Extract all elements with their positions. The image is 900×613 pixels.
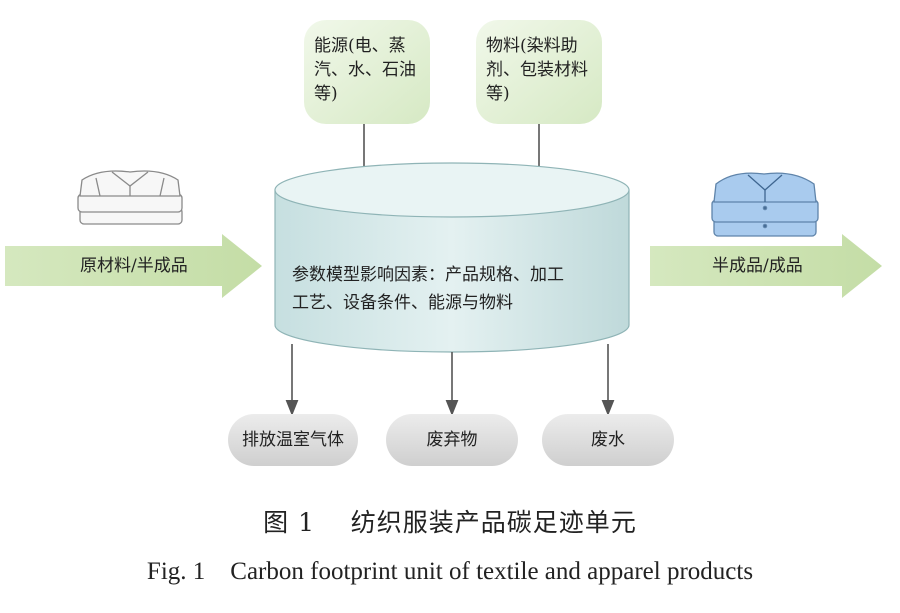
folded-blue-shirts-icon xyxy=(711,172,819,237)
waste-output-label: 废弃物 xyxy=(426,430,478,450)
figure-caption-english: Fig. 1 Carbon footprint unit of textile … xyxy=(146,558,754,585)
ghg-output-pill xyxy=(228,414,358,466)
energy-input-box xyxy=(304,20,430,124)
water-output-pill xyxy=(542,414,674,466)
ghg-output-label: 排放温室气体 xyxy=(242,430,344,450)
figure-caption-chinese: 图 1 纺织服装产品碳足迹单元 xyxy=(263,508,637,537)
water-output-label: 废水 xyxy=(591,430,625,450)
input-flow-arrow xyxy=(5,234,262,298)
input-flow-label: 原材料/半成品 xyxy=(80,256,188,276)
process-cylinder xyxy=(274,162,630,353)
materials-input-label: 物料(染料助 剂、包装材料 等) xyxy=(486,36,588,104)
waste-output-pill xyxy=(386,414,518,466)
energy-input-label: 能源(电、蒸 汽、水、石油 等) xyxy=(314,36,416,104)
materials-input-box xyxy=(476,20,602,124)
output-flow-label: 半成品/成品 xyxy=(712,256,803,276)
cylinder-text: 参数模型影响因素：产品规格、加工 工艺、设备条件、能源与物料 xyxy=(292,265,564,313)
output-flow-arrow xyxy=(650,234,882,298)
folded-white-shirts-icon xyxy=(77,170,183,225)
